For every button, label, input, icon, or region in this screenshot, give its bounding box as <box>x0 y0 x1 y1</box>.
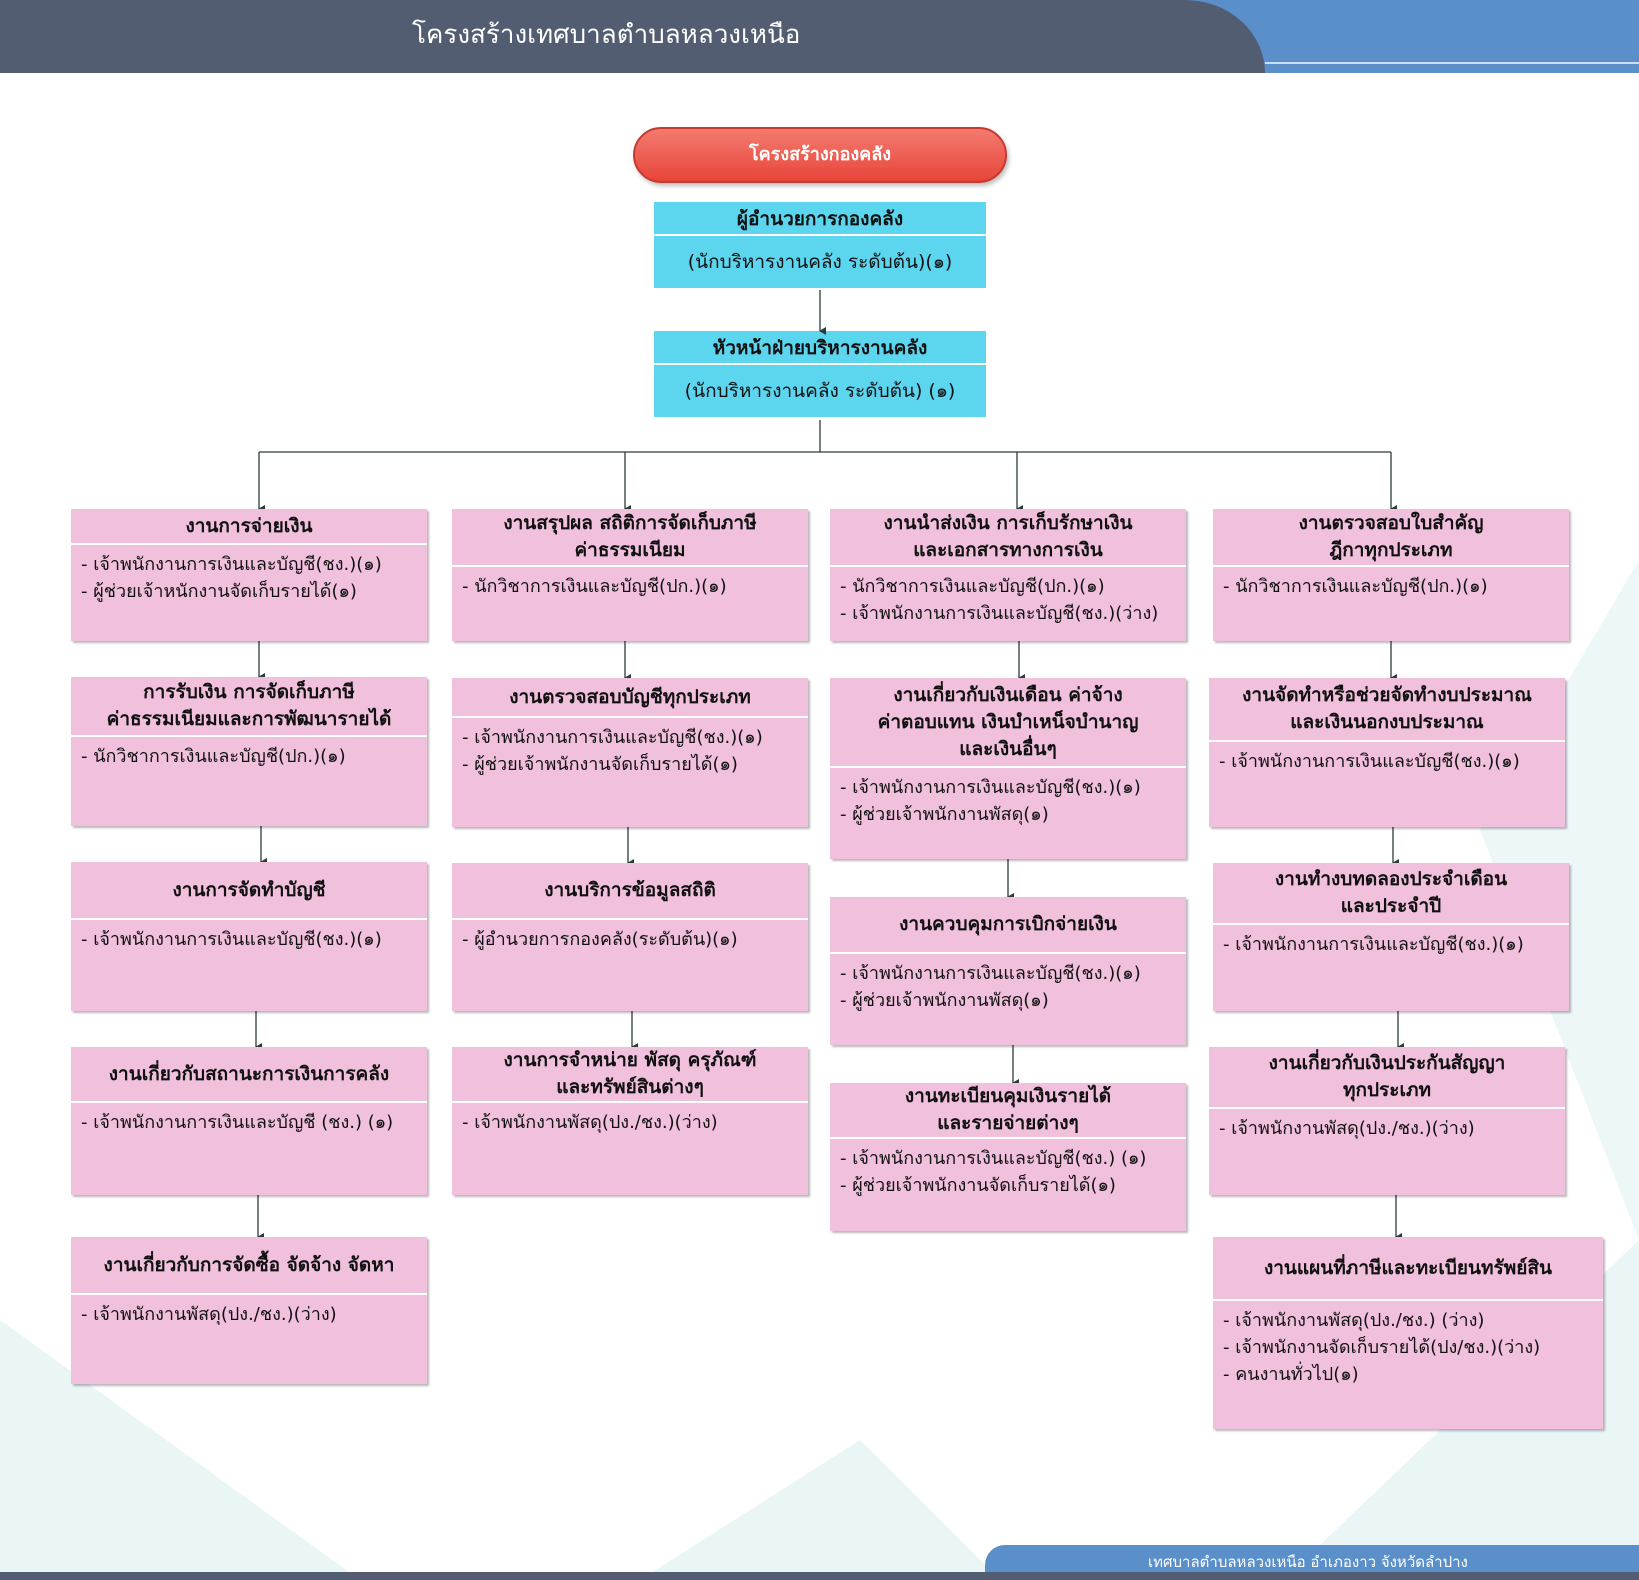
box-title: งานสรุปผล สถิติการจัดเก็บภาษีค่าธรรมเนีย… <box>452 509 808 567</box>
director-subtitle: (นักบริหารงานคลัง ระดับต้น)(๑) <box>654 236 986 288</box>
box-audit-accounts[interactable]: งานตรวจสอบบัญชีทุกประเภท - เจ้าพนักงานกา… <box>452 678 808 827</box>
box-items: - เจ้าพนักงานการเงินและบัญชี(ชง.)(๑)- ผู… <box>462 727 763 775</box>
box-tax-statistics[interactable]: งานสรุปผล สถิติการจัดเก็บภาษีค่าธรรมเนีย… <box>452 509 808 641</box>
box-items: - นักวิชาการเงินและบัญชี(ปก.)(๑) <box>1223 576 1488 597</box>
director-box[interactable]: ผู้อำนวยการกองคลัง (นักบริหารงานคลัง ระด… <box>654 202 986 288</box>
box-tax-map-register[interactable]: งานแผนที่ภาษีและทะเบียนทรัพย์สิน - เจ้าพ… <box>1213 1237 1603 1429</box>
box-accounting[interactable]: งานการจัดทำบัญชี - เจ้าพนักงานการเงินและ… <box>71 862 427 1011</box>
box-revenue-collection[interactable]: การรับเงิน การจัดเก็บภาษีค่าธรรมเนียมและ… <box>71 677 427 826</box>
box-items: - เจ้าพนักงานพัสดุ(ปง./ชง.)(ว่าง) <box>462 1112 718 1133</box>
box-title: งานเกี่ยวกับการจัดซื้อ จัดจ้าง จัดหา <box>71 1237 427 1295</box>
box-items: - เจ้าพนักงานการเงินและบัญชี(ชง.)(๑)- ผู… <box>840 963 1141 1011</box>
box-title: งานบริการข้อมูลสถิติ <box>452 863 808 920</box>
box-title: งานทำงบทดลองประจำเดือนและประจำปี <box>1213 863 1569 925</box>
box-title: งานเกี่ยวกับสถานะการเงินการคลัง <box>71 1047 427 1103</box>
box-items: - ผู้อำนวยการกองคลัง(ระดับต้น)(๑) <box>462 929 738 950</box>
box-items: - นักวิชาการเงินและบัญชี(ปก.)(๑)- เจ้าพน… <box>840 576 1159 624</box>
box-items: - เจ้าพนักงานการเงินและบัญชี(ชง.)(๑)- ผู… <box>840 777 1141 825</box>
box-items: - นักวิชาการเงินและบัญชี(ปก.)(๑) <box>81 746 346 767</box>
box-items: - เจ้าพนักงานการเงินและบัญชี(ชง.)(๑) <box>81 929 382 950</box>
header-bar: โครงสร้างเทศบาลตำบลหลวงเหนือ <box>0 0 1639 73</box>
page-title: โครงสร้างเทศบาลตำบลหลวงเหนือ <box>412 20 801 50</box>
box-payment[interactable]: งานการจ่ายเงิน - เจ้าพนักงานการเงินและบั… <box>71 509 427 641</box>
box-title: งานนำส่งเงิน การเก็บรักษาเงินและเอกสารทา… <box>830 509 1186 567</box>
box-disbursement-control[interactable]: งานควบคุมการเบิกจ่ายเงิน - เจ้าพนักงานกา… <box>830 897 1186 1045</box>
box-contract-guarantee[interactable]: งานเกี่ยวกับเงินประกันสัญญาทุกประเภท - เ… <box>1209 1047 1565 1195</box>
box-title: งานการจำหน่าย พัสดุ ครุภัณฑ์และทรัพย์สิน… <box>452 1047 808 1103</box>
box-money-remittance[interactable]: งานนำส่งเงิน การเก็บรักษาเงินและเอกสารทา… <box>830 509 1186 641</box>
finance-head-subtitle: (นักบริหารงานคลัง ระดับต้น) (๑) <box>654 365 986 417</box>
box-items: - เจ้าพนักงานการเงินและบัญชี (ชง.) (๑) <box>81 1112 394 1133</box>
box-fiscal-status[interactable]: งานเกี่ยวกับสถานะการเงินการคลัง - เจ้าพน… <box>71 1047 427 1195</box>
box-income-register[interactable]: งานทะเบียนคุมเงินรายได้และรายจ่ายต่างๆ -… <box>830 1083 1186 1231</box>
box-items: - เจ้าพนักงานพัสดุ(ปง./ชง.)(ว่าง) <box>81 1304 337 1325</box>
box-title: งานควบคุมการเบิกจ่ายเงิน <box>830 897 1186 954</box>
box-salary-pension[interactable]: งานเกี่ยวกับเงินเดือน ค่าจ้างค่าตอบแทน เ… <box>830 678 1186 859</box>
box-title: งานจัดทำหรือช่วยจัดทำงบประมาณและเงินนอกง… <box>1209 678 1565 742</box>
box-voucher-audit[interactable]: งานตรวจสอบใบสำคัญฎีกาทุกประเภท - นักวิชา… <box>1213 509 1569 641</box>
box-title: การรับเงิน การจัดเก็บภาษีค่าธรรมเนียมและ… <box>71 677 427 737</box>
box-statistics-service[interactable]: งานบริการข้อมูลสถิติ - ผู้อำนวยการกองคลั… <box>452 863 808 1011</box>
box-items: - นักวิชาการเงินและบัญชี(ปก.)(๑) <box>462 576 727 597</box>
box-title: งานการจ่ายเงิน <box>71 509 427 545</box>
box-items: - เจ้าพนักงานการเงินและบัญชี(ชง.)(๑)- ผู… <box>81 554 382 602</box>
footer-text: เทศบาลตำบลหลวงเหนือ อำเภองาว จังหวัดลำปา… <box>1148 1553 1468 1571</box>
box-title: งานการจัดทำบัญชี <box>71 862 427 920</box>
box-budget-preparation[interactable]: งานจัดทำหรือช่วยจัดทำงบประมาณและเงินนอกง… <box>1209 678 1565 827</box>
box-procurement[interactable]: งานเกี่ยวกับการจัดซื้อ จัดจ้าง จัดหา - เ… <box>71 1237 427 1384</box>
box-title: งานแผนที่ภาษีและทะเบียนทรัพย์สิน <box>1213 1237 1603 1301</box>
box-title: งานทะเบียนคุมเงินรายได้และรายจ่ายต่างๆ <box>830 1083 1186 1139</box>
box-title: งานตรวจสอบบัญชีทุกประเภท <box>452 678 808 718</box>
box-items: - เจ้าพนักงานการเงินและบัญชี(ชง.)(๑) <box>1223 934 1524 955</box>
finance-head-box[interactable]: หัวหน้าฝ่ายบริหารงานคลัง (นักบริหารงานคล… <box>654 331 986 417</box>
box-title: งานตรวจสอบใบสำคัญฎีกาทุกประเภท <box>1213 509 1569 567</box>
box-title: งานเกี่ยวกับเงินเดือน ค่าจ้างค่าตอบแทน เ… <box>830 678 1186 768</box>
box-trial-balance[interactable]: งานทำงบทดลองประจำเดือนและประจำปี - เจ้าพ… <box>1213 863 1569 1011</box>
box-items: - เจ้าพนักงานพัสดุ(ปง./ชง.)(ว่าง) <box>1219 1118 1475 1139</box>
box-items: - เจ้าพนักงานการเงินและบัญชี(ชง.)(๑) <box>1219 751 1520 772</box>
box-items: - เจ้าพนักงานการเงินและบัญชี(ชง.) (๑)- ผ… <box>840 1148 1147 1196</box>
box-title: งานเกี่ยวกับเงินประกันสัญญาทุกประเภท <box>1209 1047 1565 1109</box>
box-asset-disposal[interactable]: งานการจำหน่าย พัสดุ ครุภัณฑ์และทรัพย์สิน… <box>452 1047 808 1195</box>
footer-bar <box>0 1572 1639 1580</box>
director-title: ผู้อำนวยการกองคลัง <box>654 202 986 236</box>
box-items: - เจ้าพนักงานพัสดุ(ปง./ชง.) (ว่าง)- เจ้า… <box>1223 1310 1541 1385</box>
department-pill[interactable]: โครงสร้างกองคลัง <box>633 127 1007 183</box>
finance-head-title: หัวหน้าฝ่ายบริหารงานคลัง <box>654 331 986 365</box>
